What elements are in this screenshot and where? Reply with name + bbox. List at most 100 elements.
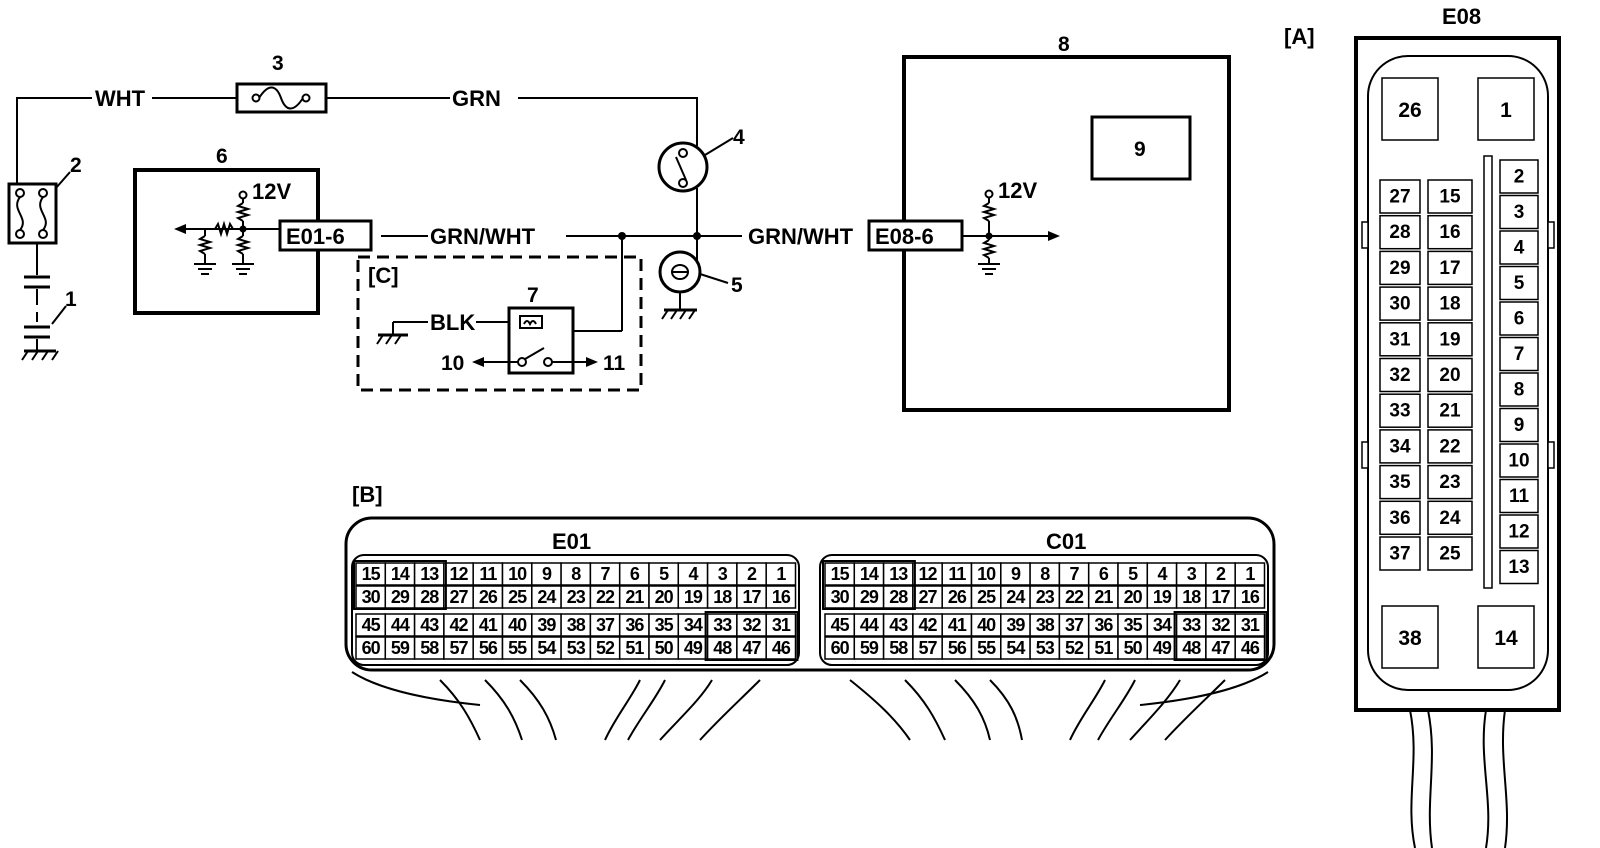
c01-pin: 2 xyxy=(1216,564,1226,584)
c01-pin: 33 xyxy=(1182,615,1201,635)
e08-pin: 10 xyxy=(1508,451,1529,472)
e08-pin-cell xyxy=(1379,179,1421,214)
c01-pin: 14 xyxy=(860,564,879,584)
e01-pin: 22 xyxy=(596,587,615,607)
e08-pin: 14 xyxy=(1494,627,1518,650)
e08-pin: 28 xyxy=(1389,222,1410,243)
e08-pin-cell xyxy=(1427,429,1473,464)
view-c-frame xyxy=(356,255,643,392)
c01-pin: 29 xyxy=(860,587,879,607)
e08-pin: 38 xyxy=(1398,627,1422,650)
c01-pin: 42 xyxy=(919,615,938,635)
wire-label-grn: GRN xyxy=(452,86,501,111)
e08-pin: 1 xyxy=(1500,99,1512,122)
connector-b-right-name: C01 xyxy=(1046,529,1086,554)
wire-label-wht: WHT xyxy=(95,86,146,111)
c01-pin: 9 xyxy=(1011,564,1021,584)
e08-pin-cell xyxy=(1379,286,1421,321)
e08-pin: 37 xyxy=(1389,544,1410,565)
e08-pin-cell xyxy=(1379,214,1421,250)
e08-pin-cell xyxy=(1499,549,1539,585)
e01-pin: 48 xyxy=(713,638,732,658)
e08-pin-cell xyxy=(1499,194,1539,230)
c01-pin: 17 xyxy=(1212,587,1231,607)
c01-pin: 11 xyxy=(948,564,966,584)
c01-pin-cell xyxy=(1234,613,1266,637)
c01-pin: 55 xyxy=(977,638,996,658)
e01-pin: 42 xyxy=(450,615,469,635)
e08-pin: 24 xyxy=(1439,508,1461,529)
c01-pin: 28 xyxy=(889,587,908,607)
e08-pin: 33 xyxy=(1389,401,1410,422)
view-a-label: [A] xyxy=(1284,24,1315,49)
callout-1: 1 xyxy=(65,288,77,311)
e08-pin-cell xyxy=(1499,265,1539,301)
e01-pin: 15 xyxy=(362,564,381,584)
e01-pin: 46 xyxy=(772,638,791,658)
c01-pin: 49 xyxy=(1153,638,1172,658)
e08-pin: 7 xyxy=(1514,344,1525,365)
voltage-label-left: 12V xyxy=(252,179,291,204)
e08-pin-cell xyxy=(1381,77,1439,141)
e08-pin-cell xyxy=(1499,301,1539,336)
c01-key-frame xyxy=(1173,611,1268,661)
view-b-label: [B] xyxy=(352,482,383,507)
c01-pin: 3 xyxy=(1187,564,1197,584)
e08-pin-cell xyxy=(1379,393,1421,428)
c01-pin: 32 xyxy=(1212,615,1231,635)
e01-pin: 25 xyxy=(508,587,527,607)
e01-pin: 23 xyxy=(567,587,586,607)
e08-pin: 23 xyxy=(1439,472,1460,493)
e01-pin: 30 xyxy=(362,587,381,607)
e08-pin-cell xyxy=(1477,605,1535,669)
e01-pin: 50 xyxy=(655,638,674,658)
voltage-label-right: 12V xyxy=(998,178,1037,203)
e08-pin-cell xyxy=(1499,443,1539,478)
e01-key-frame xyxy=(704,611,799,661)
e01-pin-cell xyxy=(765,562,797,586)
e08-pin-cell xyxy=(1379,429,1421,464)
c01-pin: 44 xyxy=(860,615,879,635)
e01-pin: 5 xyxy=(659,564,669,584)
e01-pin: 40 xyxy=(508,615,527,635)
c01-pin: 40 xyxy=(977,615,996,635)
view-c-label: [C] xyxy=(368,263,399,288)
e08-pin: 8 xyxy=(1514,380,1525,401)
e08-pin-cell xyxy=(1379,322,1421,357)
c01-pin: 26 xyxy=(948,587,967,607)
c01-pin: 23 xyxy=(1036,587,1055,607)
e08-pin-cell xyxy=(1499,478,1539,514)
e08-pin-cell xyxy=(1379,536,1421,571)
e08-pin: 17 xyxy=(1439,258,1460,279)
c01-pin: 52 xyxy=(1065,638,1084,658)
c01-pin: 6 xyxy=(1099,564,1109,584)
callout-11: 11 xyxy=(603,352,626,375)
e08-pin: 19 xyxy=(1439,329,1460,350)
e08-pin: 9 xyxy=(1514,415,1525,436)
e01-pin: 28 xyxy=(420,587,439,607)
callout-7: 7 xyxy=(527,284,539,307)
e01-pin: 14 xyxy=(391,564,410,584)
c01-pin: 58 xyxy=(889,638,908,658)
e01-pin: 35 xyxy=(655,615,674,635)
c01-pin: 37 xyxy=(1065,615,1084,635)
e01-pin: 8 xyxy=(571,564,581,584)
e01-pin: 18 xyxy=(713,587,732,607)
junction-dot xyxy=(693,232,701,240)
e01-pin: 19 xyxy=(684,587,703,607)
c01-pin: 38 xyxy=(1036,615,1055,635)
e08-pin: 21 xyxy=(1439,401,1461,422)
c01-pin: 48 xyxy=(1182,638,1201,658)
e08-pin: 27 xyxy=(1389,187,1410,208)
e08-pin: 20 xyxy=(1439,365,1460,386)
c01-pin: 30 xyxy=(831,587,850,607)
e01-pin-cell xyxy=(765,585,797,609)
c01-key-frame xyxy=(822,560,916,610)
c01-pin: 5 xyxy=(1128,564,1138,584)
e01-pin: 16 xyxy=(772,587,791,607)
e01-pin: 47 xyxy=(743,638,762,658)
c01-pin-cell xyxy=(1234,585,1266,609)
e08-pin: 25 xyxy=(1439,544,1461,565)
junction-dot xyxy=(618,232,626,240)
